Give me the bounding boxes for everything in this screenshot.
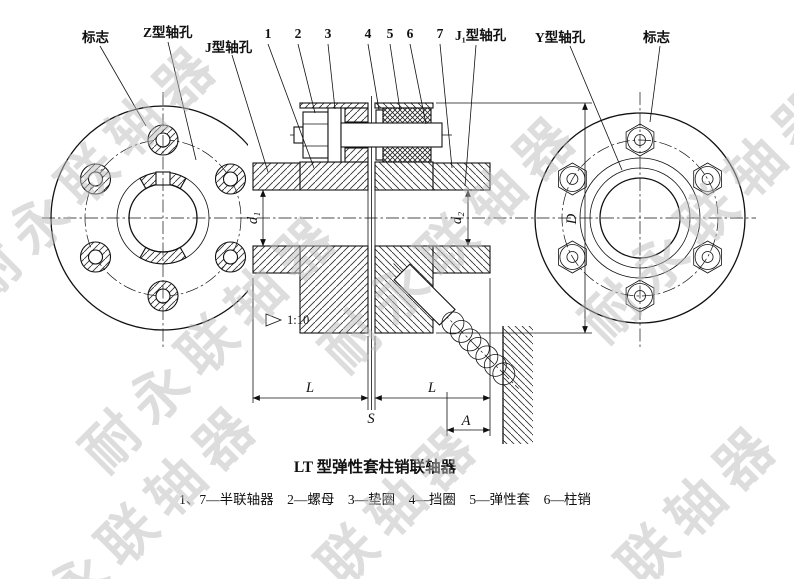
figure-caption: 1、7—半联轴器 2—螺母 3—垫圈 4—挡圈 5—弹性套 6—柱销 (179, 492, 591, 507)
left-half-coupling (252, 102, 369, 334)
label-y-bore: Y型轴孔 (535, 29, 586, 45)
label-mark-right: 标志 (642, 29, 671, 45)
part-number-5: 5 (387, 26, 394, 41)
dimensions: d₁ d₂ D L L S (245, 102, 592, 436)
pin-assembly (290, 107, 452, 163)
leader-lines (99, 41, 661, 187)
label-j1-bore: J₁型轴孔 (455, 27, 507, 43)
label-z-bore: Z型轴孔 (143, 24, 193, 40)
label-mark-left: 标志 (81, 29, 109, 45)
part-number-7: 7 (437, 26, 444, 41)
dim-d2: d₂ (449, 212, 465, 224)
dim-D: D (564, 213, 580, 225)
dim-S: S (367, 411, 375, 427)
part-number-1: 1 (265, 26, 272, 41)
dim-L-right: L (427, 380, 436, 396)
top-labels: 标志 Z型轴孔 J型轴孔 1 2 3 4 5 6 7 J₁型轴孔 Y型轴孔 标志 (81, 24, 671, 55)
pin (340, 122, 443, 148)
taper-label: 1:10 (287, 313, 309, 327)
part-number-6: 6 (407, 26, 414, 41)
washer (327, 107, 342, 163)
dim-d1: d₁ (245, 212, 261, 224)
dim-L-left: L (305, 380, 314, 396)
nut (302, 111, 329, 159)
wall-hatch (502, 326, 533, 444)
section-view: 1:10 (252, 102, 533, 444)
left-end-view (50, 92, 276, 348)
dim-A: A (461, 413, 471, 429)
label-j-bore: J型轴孔 (205, 39, 253, 55)
part-number-3: 3 (325, 26, 332, 41)
taper-annotation: 1:10 (265, 313, 309, 327)
part-number-2: 2 (295, 26, 302, 41)
part-number-4: 4 (365, 26, 372, 41)
figure-title: LT 型弹性套柱销联轴器 (294, 457, 457, 476)
